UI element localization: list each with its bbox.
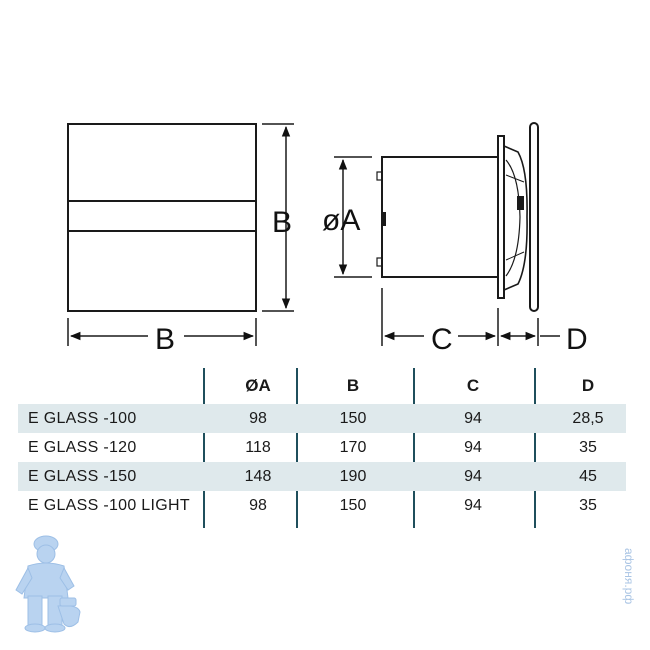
plumber-mascot-icon xyxy=(15,535,81,633)
watermark: афоня.рф xyxy=(618,548,642,638)
value-c: 94 xyxy=(464,439,482,456)
header-d: D xyxy=(581,376,595,395)
model-name: E GLASS -100 LIGHT xyxy=(28,497,190,514)
value-c: 94 xyxy=(464,497,482,514)
header-model xyxy=(28,368,208,404)
diameter-label: øA xyxy=(322,204,360,237)
value-d: 28,5 xyxy=(572,410,604,427)
value-d: 45 xyxy=(579,468,597,485)
value-a: 98 xyxy=(249,497,267,514)
motor-rib-1 xyxy=(505,174,525,183)
value-d: 35 xyxy=(579,439,597,456)
technical-drawing: B B øA C D xyxy=(67,122,588,356)
value-a: 118 xyxy=(245,439,271,456)
value-a: 98 xyxy=(249,410,267,427)
value-a: 148 xyxy=(244,468,272,485)
header-b: B xyxy=(346,376,360,395)
column-divider xyxy=(203,368,205,528)
front-cover xyxy=(529,122,539,312)
front-width-label: B xyxy=(155,323,175,356)
value-b: 170 xyxy=(339,439,367,456)
motor-housing-inner xyxy=(505,159,521,277)
header-diameter-a: ØA xyxy=(245,376,271,395)
duct-tab-bottom xyxy=(376,257,383,267)
table-row: E GLASS -100 LIGHT 98 150 94 35 xyxy=(18,491,626,520)
value-b: 190 xyxy=(339,468,367,485)
c-label: C xyxy=(431,323,453,356)
column-divider xyxy=(534,368,536,528)
value-b: 150 xyxy=(339,410,367,427)
front-panel xyxy=(67,123,257,312)
table-header-row: ØA B C D xyxy=(18,368,626,404)
watermark-text: афоня.рф xyxy=(622,548,636,605)
table-row: E GLASS -120 118 170 94 35 xyxy=(18,433,626,462)
model-name: E GLASS -120 xyxy=(28,439,137,456)
duct-body xyxy=(381,156,499,278)
table-row: E GLASS -100 98 150 94 28,5 xyxy=(18,404,626,433)
duct-tab-top xyxy=(376,171,383,181)
dimensions-table: ØA B C D E GLASS -100 98 150 94 28,5 E G… xyxy=(18,368,626,528)
table-row: E GLASS -150 148 190 94 45 xyxy=(18,462,626,491)
d-label: D xyxy=(566,323,588,356)
motor-flange xyxy=(497,135,505,299)
model-name: E GLASS -100 xyxy=(28,410,137,427)
motor-rib-2 xyxy=(505,251,525,261)
column-divider xyxy=(296,368,298,528)
model-name: E GLASS -150 xyxy=(28,468,137,485)
column-divider xyxy=(413,368,415,528)
duct-clip xyxy=(382,212,386,226)
value-c: 94 xyxy=(464,468,482,485)
front-view: B B xyxy=(67,123,294,356)
value-b: 150 xyxy=(339,497,367,514)
side-view: øA C D xyxy=(322,122,588,356)
motor-housing xyxy=(503,145,528,291)
motor-hub xyxy=(517,196,524,210)
front-height-label: B xyxy=(272,206,292,239)
value-d: 35 xyxy=(579,497,597,514)
value-c: 94 xyxy=(464,410,482,427)
header-c: C xyxy=(466,376,480,395)
